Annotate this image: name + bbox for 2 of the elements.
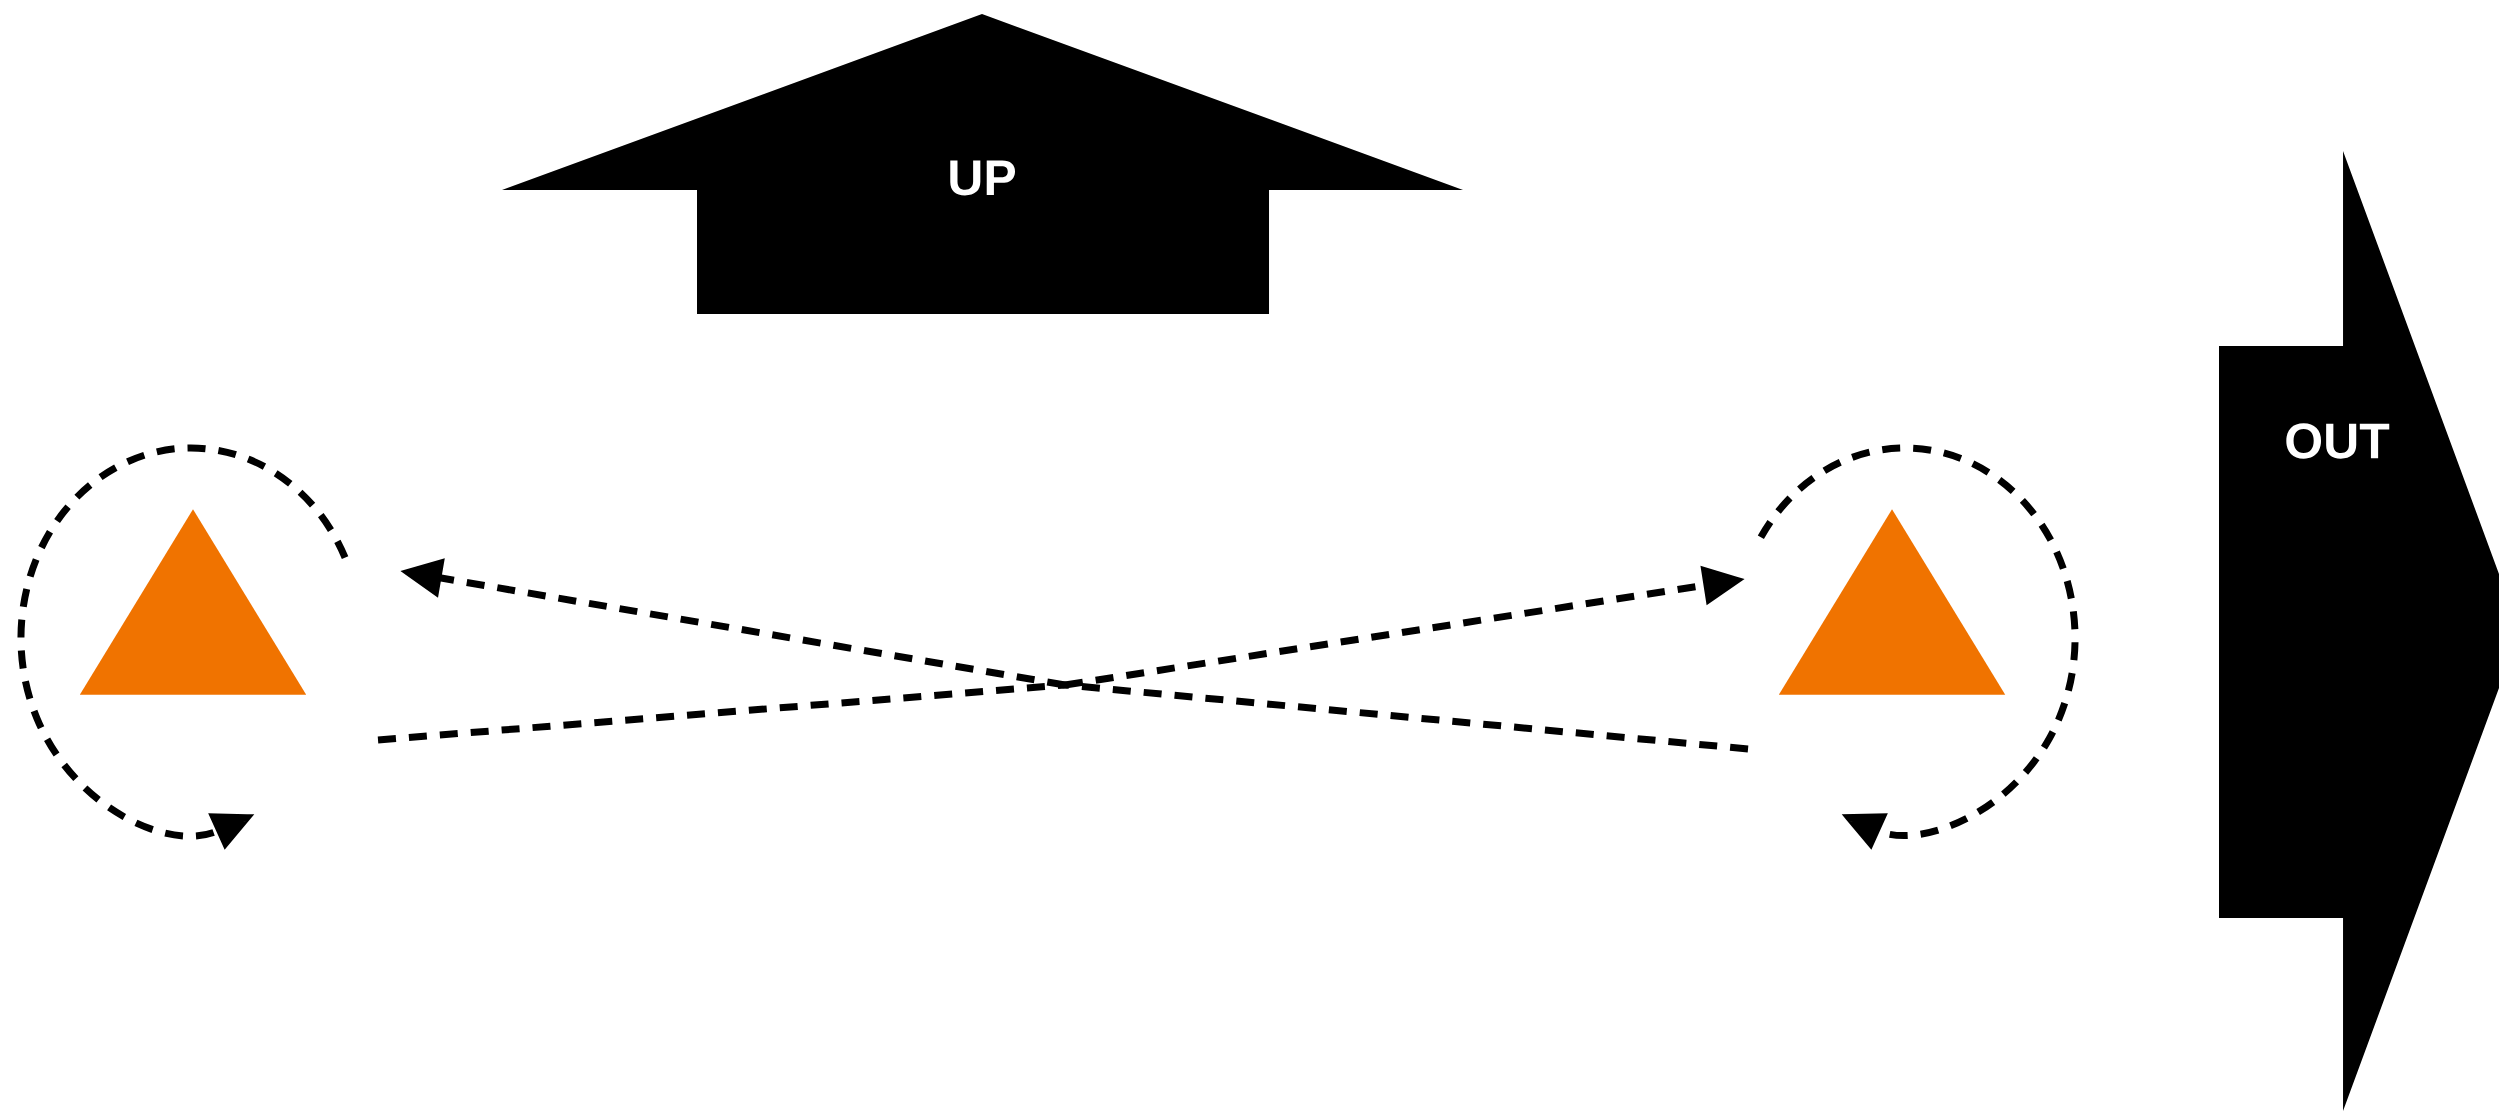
triangle <box>1778 509 2006 695</box>
triangle <box>79 509 307 695</box>
